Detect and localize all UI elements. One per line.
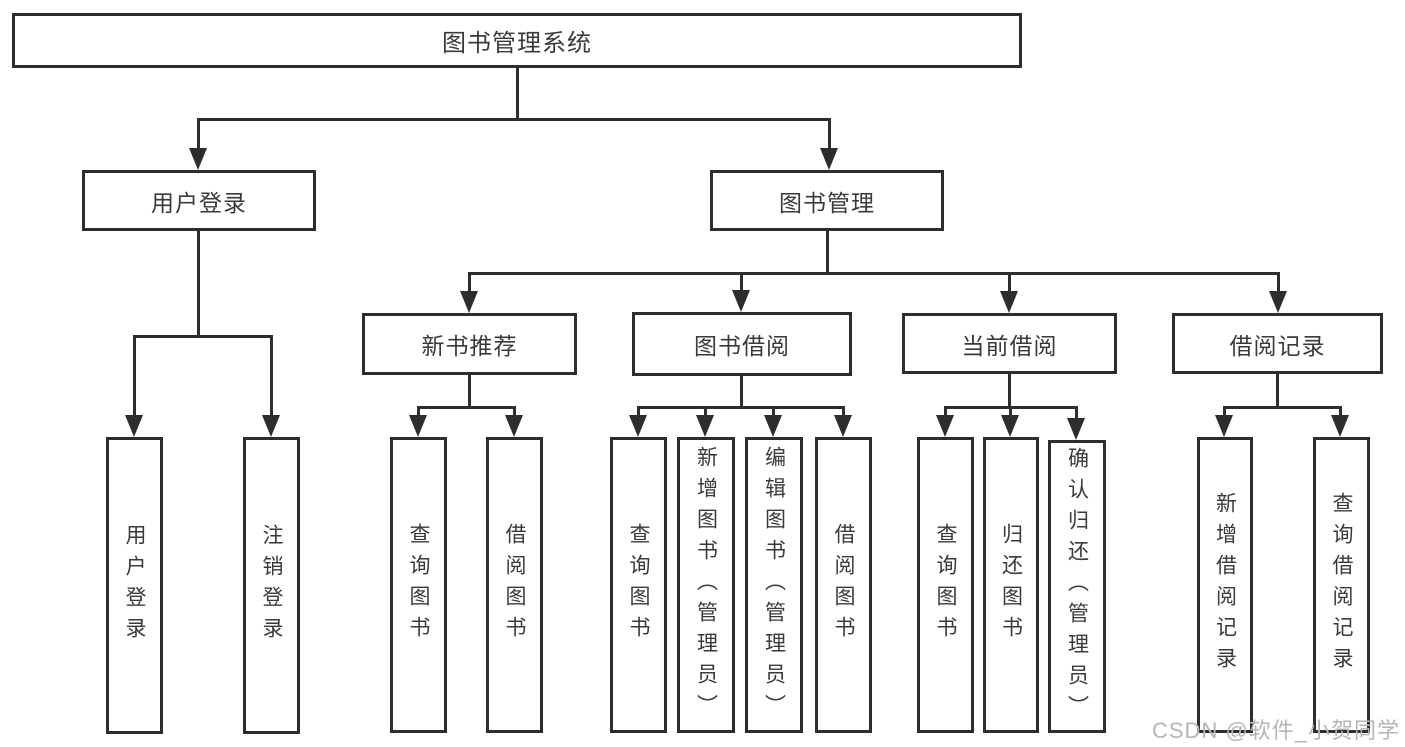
leaf-borrow-add-books-admin-label: 新增图书（管理员）: [694, 445, 718, 725]
leaf-borrow-borrow-books-label: 借阅图书: [832, 523, 855, 647]
node-root: 图书管理系统: [12, 13, 1022, 68]
leaf-newbook-query-books-label: 查询图书: [407, 523, 430, 647]
watermark: CSDN @软件_小贺同学: [1152, 718, 1401, 743]
arrow-head: [505, 415, 523, 437]
connector-line: [1008, 272, 1011, 297]
leaf-newbook-borrow-books: 借阅图书: [486, 437, 543, 733]
connector-line: [133, 335, 136, 427]
arrow-head: [1000, 291, 1018, 313]
connector-line: [1277, 272, 1280, 297]
connector-line: [1008, 374, 1011, 406]
connector-line: [197, 118, 200, 160]
connector-line: [468, 375, 471, 406]
arrow-head: [189, 148, 207, 170]
node-user-login: 用户登录: [82, 170, 316, 231]
node-new-book-recommend: 新书推荐: [362, 313, 577, 375]
connector-line: [197, 118, 831, 121]
leaf-current-confirm-return-admin-label: 确认归还（管理员）: [1065, 447, 1089, 726]
node-current-borrow: 当前借阅: [902, 313, 1117, 374]
node-borrow-record: 借阅记录: [1172, 313, 1383, 374]
node-book-borrow: 图书借阅: [632, 312, 852, 376]
leaf-user-login: 用户登录: [106, 437, 163, 734]
arrow-head: [262, 415, 280, 437]
node-book-borrow-label: 图书借阅: [694, 333, 790, 359]
leaf-current-return-books: 归还图书: [983, 437, 1039, 733]
connector-line: [1276, 374, 1279, 406]
leaf-borrow-edit-books-admin-label: 编辑图书（管理员）: [762, 445, 786, 725]
leaf-current-query-books: 查询图书: [917, 437, 974, 733]
leaf-logout: 注销登录: [243, 437, 300, 734]
connector-line: [516, 68, 519, 120]
leaf-current-return-books-label: 归还图书: [999, 523, 1023, 647]
leaf-record-query-record-label: 查询借阅记录: [1330, 492, 1353, 678]
leaf-current-confirm-return-admin: 确认归还（管理员）: [1048, 440, 1106, 733]
connector-line: [133, 335, 273, 338]
arrow-head: [834, 415, 852, 437]
connector-line: [826, 231, 829, 272]
node-current-borrow-label: 当前借阅: [961, 332, 1058, 359]
connector-line: [637, 406, 845, 409]
node-user-login-label: 用户登录: [151, 189, 247, 216]
connector-line: [1223, 406, 1342, 409]
connector-line: [740, 272, 743, 296]
arrow-head: [820, 148, 838, 170]
arrow-head: [1215, 415, 1233, 437]
arrow-head: [936, 415, 954, 437]
arrow-head: [409, 415, 427, 437]
node-new-book-recommend-label: 新书推荐: [421, 333, 518, 359]
arrow-head: [629, 415, 647, 437]
leaf-borrow-query-books: 查询图书: [610, 437, 667, 733]
leaf-borrow-edit-books-admin: 编辑图书（管理员）: [745, 437, 803, 733]
arrow-head: [1067, 418, 1085, 440]
connector-line: [828, 118, 831, 160]
leaf-borrow-borrow-books: 借阅图书: [815, 437, 872, 733]
leaf-logout-label: 注销登录: [260, 523, 283, 648]
arrow-head: [732, 290, 750, 312]
node-borrow-record-label: 借阅记录: [1229, 332, 1326, 359]
leaf-user-login-label: 用户登录: [123, 523, 146, 648]
leaf-newbook-query-books: 查询图书: [390, 437, 447, 733]
connector-line: [468, 272, 1280, 275]
arrow-head: [1269, 291, 1287, 313]
leaf-current-query-books-label: 查询图书: [934, 523, 957, 647]
node-book-management-label: 图书管理: [779, 189, 875, 216]
leaf-borrow-add-books-admin: 新增图书（管理员）: [677, 437, 735, 733]
leaf-record-query-record: 查询借阅记录: [1313, 437, 1370, 733]
arrow-head: [764, 415, 782, 437]
connector-line: [270, 335, 273, 427]
arrow-head: [125, 415, 143, 437]
arrow-head: [1001, 415, 1019, 437]
arrow-head: [1331, 415, 1349, 437]
connector-line: [417, 406, 516, 409]
arrow-head: [696, 415, 714, 437]
leaf-borrow-query-books-label: 查询图书: [627, 523, 650, 647]
leaf-newbook-borrow-books-label: 借阅图书: [503, 523, 526, 647]
connector-line: [197, 231, 200, 335]
leaf-record-add-record: 新增借阅记录: [1197, 437, 1253, 733]
node-root-label: 图书管理系统: [442, 30, 592, 57]
arrow-head: [460, 291, 478, 313]
node-book-management: 图书管理: [710, 170, 944, 231]
connector-line: [740, 375, 743, 406]
leaf-record-add-record-label: 新增借阅记录: [1213, 492, 1237, 678]
connector-line: [468, 272, 471, 297]
